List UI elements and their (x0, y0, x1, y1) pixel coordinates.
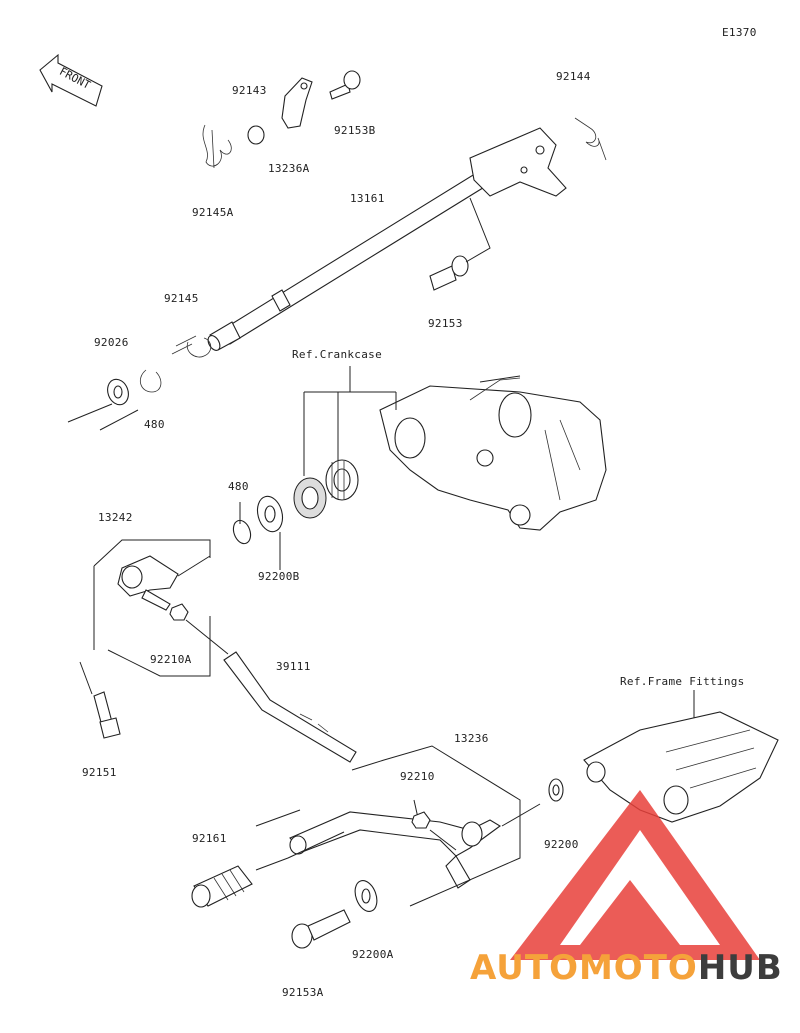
washer-92200A (354, 880, 378, 912)
label-92200: 92200 (544, 838, 579, 851)
ref-crankcase: Ref.Crankcase (292, 348, 382, 361)
watermark-text: AUTOMOTOHUB (470, 948, 783, 988)
label-92026: 92026 (94, 336, 129, 349)
ref-frame-fittings: Ref.Frame Fittings (620, 675, 745, 688)
label-92210A: 92210A (150, 653, 192, 666)
washer-92200B (256, 495, 284, 533)
crankcase (379, 375, 607, 531)
automotohub-logo-icon (510, 790, 760, 960)
label-92153: 92153 (428, 317, 463, 330)
spring-92144 (574, 117, 607, 161)
label-92145: 92145 (164, 292, 199, 305)
washer-92026 (107, 378, 129, 406)
bolt-92153A (291, 909, 351, 949)
label-92143: 92143 (232, 84, 267, 97)
oil-seal (293, 477, 327, 519)
label-92153B: 92153B (334, 124, 376, 137)
circlip-480-top (139, 369, 162, 393)
spring-92145A (202, 124, 232, 169)
shift-pedal-13236 (289, 811, 501, 889)
label-480-lower: 480 (228, 480, 249, 493)
front-arrow-icon: FRONT (39, 53, 103, 107)
label-92210: 92210 (400, 770, 435, 783)
diagram-code: E1370 (722, 26, 757, 39)
shift-lever-13242 (117, 555, 179, 611)
washer-92200 (548, 778, 564, 802)
nut-92210A (169, 603, 189, 621)
label-480-top: 480 (144, 418, 165, 431)
watermark-auto: AUTOMOTO (470, 948, 698, 988)
label-13236: 13236 (454, 732, 489, 745)
label-39111: 39111 (276, 660, 311, 673)
frame-fitting (583, 711, 779, 823)
circlip-480-lower (232, 519, 252, 545)
label-92153A: 92153A (282, 986, 324, 999)
nut-92210 (411, 811, 431, 829)
spring-92145 (171, 335, 212, 358)
bolt-92153 (429, 255, 469, 291)
pedal-rubber-92161 (191, 865, 253, 908)
tie-rod-39111 (223, 651, 357, 763)
label-92161: 92161 (192, 832, 227, 845)
label-13236A: 13236A (268, 162, 310, 175)
label-13242: 13242 (98, 511, 133, 524)
watermark-hub: HUB (697, 948, 783, 988)
label-13161: 13161 (350, 192, 385, 205)
shift-shaft (207, 127, 567, 351)
label-92151: 92151 (82, 766, 117, 779)
bolt-92153B (329, 70, 361, 100)
label-92145A: 92145A (192, 206, 234, 219)
stopper-lever-13236A (281, 77, 313, 129)
needle-bearing (325, 459, 359, 501)
label-92200A: 92200A (352, 948, 394, 961)
label-92200B: 92200B (258, 570, 300, 583)
label-92144: 92144 (556, 70, 591, 83)
collar-92143 (247, 125, 265, 145)
bolt-92151 (93, 691, 121, 739)
